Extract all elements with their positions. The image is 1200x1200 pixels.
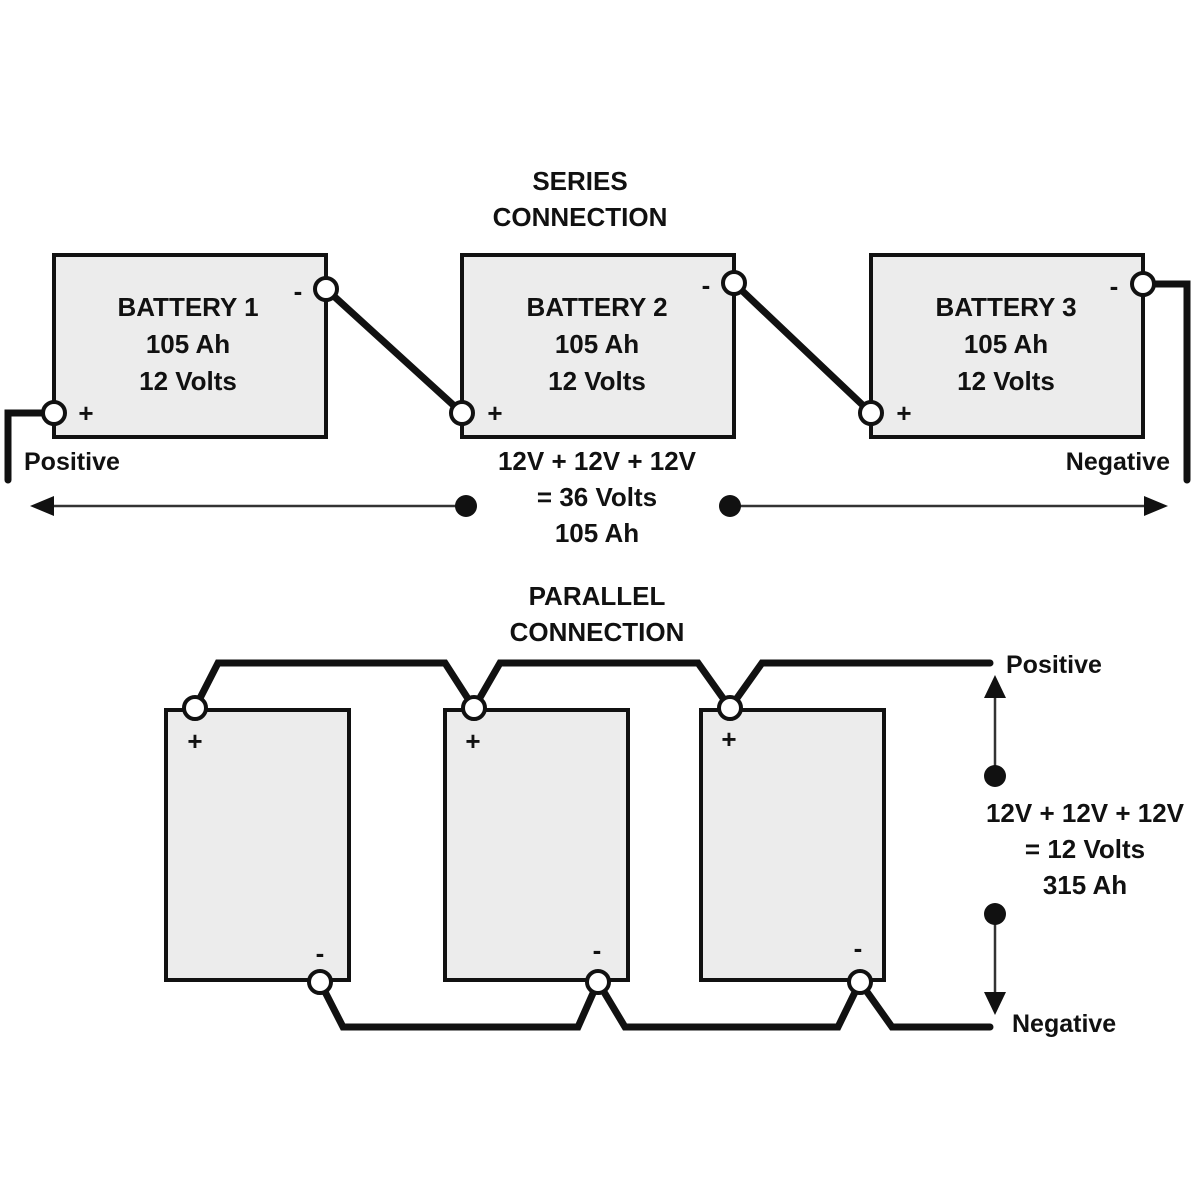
- minus-sign: -: [854, 933, 863, 963]
- series-battery-3: BATTERY 3 105 Ah 12 Volts: [869, 253, 1145, 439]
- battery-3-negative-terminal: [847, 969, 873, 995]
- series-right-arrow: [719, 495, 1168, 517]
- dot-marker: [455, 495, 477, 517]
- parallel-positive-label: Positive: [1006, 651, 1102, 679]
- series-title-line2: CONNECTION: [493, 202, 668, 232]
- battery-2-positive-terminal: [449, 400, 475, 426]
- plus-sign: +: [721, 724, 736, 754]
- parallel-formula-line2: = 12 Volts: [1025, 834, 1145, 864]
- arrow-up-icon: [984, 675, 1006, 698]
- plus-sign: +: [465, 726, 480, 756]
- minus-sign: -: [294, 276, 303, 306]
- positive-lead-wire: [4, 409, 58, 484]
- battery-1-positive-terminal: [182, 695, 208, 721]
- negative-bus-wire: [316, 974, 994, 1031]
- series-title-line1: SERIES: [532, 166, 627, 196]
- battery-voltage: 12 Volts: [139, 366, 237, 396]
- battery-3-positive-terminal: [717, 695, 743, 721]
- battery-name: BATTERY 1: [117, 292, 258, 322]
- battery-body: [52, 253, 328, 439]
- battery-1-negative-terminal: [307, 969, 333, 995]
- plus-sign: +: [487, 398, 502, 428]
- battery-1-positive-terminal: [41, 400, 67, 426]
- dot-marker: [984, 765, 1006, 787]
- series-formula-line1: 12V + 12V + 12V: [498, 446, 697, 476]
- parallel-down-arrow: [984, 903, 1006, 1015]
- battery-name: BATTERY 2: [526, 292, 667, 322]
- parallel-formula-line3: 315 Ah: [1043, 870, 1127, 900]
- arrow-down-icon: [984, 992, 1006, 1015]
- dot-marker: [984, 903, 1006, 925]
- parallel-battery-1: [164, 708, 351, 982]
- plus-sign: +: [187, 726, 202, 756]
- jumper-wire-2-3: [730, 279, 875, 417]
- parallel-title-line1: PARALLEL: [529, 581, 666, 611]
- battery-capacity: 105 Ah: [964, 329, 1048, 359]
- parallel-formula-line1: 12V + 12V + 12V: [986, 798, 1185, 828]
- arrow-left-icon: [30, 496, 54, 516]
- battery-voltage: 12 Volts: [957, 366, 1055, 396]
- battery-body: [460, 253, 736, 439]
- series-negative-label: Negative: [1066, 448, 1170, 476]
- battery-2-negative-terminal: [585, 969, 611, 995]
- battery-2-positive-terminal: [461, 695, 487, 721]
- battery-capacity: 105 Ah: [555, 329, 639, 359]
- series-formula-line3: 105 Ah: [555, 518, 639, 548]
- minus-sign: -: [1110, 271, 1119, 301]
- series-battery-1: BATTERY 1 105 Ah 12 Volts: [52, 253, 328, 439]
- parallel-battery-2: [443, 708, 630, 982]
- parallel-title-line2: CONNECTION: [510, 617, 685, 647]
- parallel-negative-label: Negative: [1012, 1010, 1116, 1038]
- battery-2-negative-terminal: [721, 270, 747, 296]
- jumper-wire-1-2: [322, 285, 466, 417]
- plus-sign: +: [896, 398, 911, 428]
- series-positive-label: Positive: [24, 448, 120, 476]
- series-battery-2: BATTERY 2 105 Ah 12 Volts: [460, 253, 736, 439]
- minus-sign: -: [593, 935, 602, 965]
- parallel-up-arrow: [984, 675, 1006, 787]
- arrow-right-icon: [1144, 496, 1168, 516]
- positive-bus-wire: [191, 659, 994, 715]
- battery-1-negative-terminal: [313, 276, 339, 302]
- battery-capacity: 105 Ah: [146, 329, 230, 359]
- minus-sign: -: [316, 938, 325, 968]
- minus-sign: -: [702, 270, 711, 300]
- negative-lead-wire: [1139, 280, 1191, 484]
- plus-sign: +: [78, 398, 93, 428]
- battery-body: [869, 253, 1145, 439]
- battery-name: BATTERY 3: [935, 292, 1076, 322]
- dot-marker: [719, 495, 741, 517]
- parallel-battery-3: [699, 708, 886, 982]
- battery-voltage: 12 Volts: [548, 366, 646, 396]
- series-left-arrow: [30, 495, 477, 517]
- battery-3-positive-terminal: [858, 400, 884, 426]
- battery-3-negative-terminal: [1130, 271, 1156, 297]
- series-formula-line2: = 36 Volts: [537, 482, 657, 512]
